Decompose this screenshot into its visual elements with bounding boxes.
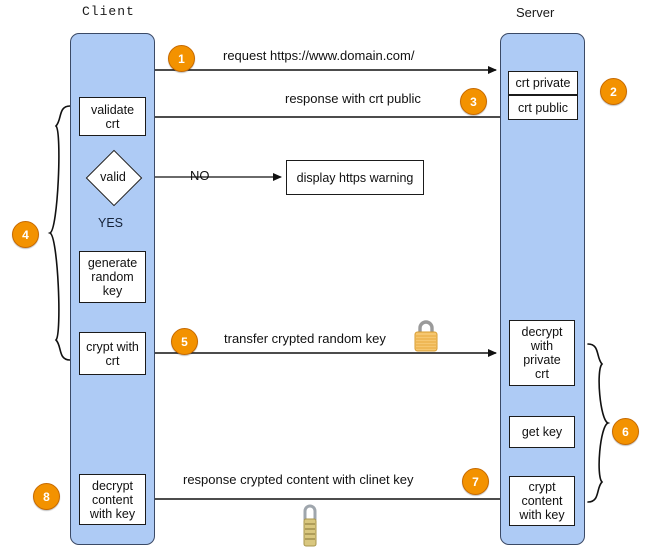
client-box-crypt-with-crt: crypt with crt <box>79 332 146 375</box>
box-line: crt <box>535 367 549 381</box>
server-box-get-key: get key <box>509 416 575 448</box>
combination-padlock-icon <box>303 504 317 547</box>
server-box-crt-private: crt private <box>508 71 578 95</box>
step-bubble-4[interactable]: 4 <box>12 221 39 248</box>
box-line: crt <box>105 353 120 368</box>
server-box-crt-public: crt public <box>508 95 578 120</box>
step-bubble-1[interactable]: 1 <box>168 45 195 72</box>
box-line: content <box>91 492 133 507</box>
client-box-decrypt-content-with-key: decrypt content with key <box>79 474 146 525</box>
box-line: crt private <box>515 76 571 90</box>
step-bubble-8[interactable]: 8 <box>33 483 60 510</box>
display-https-warning-box: display https warning <box>286 160 424 195</box>
client-decision-valid: valid <box>85 149 143 207</box>
box-line: content <box>521 494 563 508</box>
step-bubble-5[interactable]: 5 <box>171 328 198 355</box>
decision-label: valid <box>100 170 126 184</box>
box-line: key <box>102 284 123 298</box>
box-line: crt public <box>517 100 569 115</box>
box-line: decrypt <box>92 478 133 493</box>
message-label-transfer-key: transfer crypted random key <box>224 331 386 346</box>
box-line: get key <box>521 425 563 439</box>
box-line: crypt <box>528 480 556 494</box>
step-bubble-6[interactable]: 6 <box>612 418 639 445</box>
box-line: crypt with <box>86 339 139 354</box>
box-line: decrypt <box>521 325 563 339</box>
box-line: validate <box>90 102 135 117</box>
step-bubble-7[interactable]: 7 <box>462 468 489 495</box>
client-box-validate-crt: validate crt <box>79 97 146 136</box>
padlock-icon <box>414 320 438 352</box>
box-line: generate <box>87 256 138 270</box>
message-label-response-content: response crypted content with clinet key <box>183 472 414 487</box>
box-line: with key <box>89 506 136 521</box>
server-box-crypt-content-with-key: crypt content with key <box>509 476 575 526</box>
box-line: with <box>530 339 554 353</box>
client-box-generate-random-key: generate random key <box>79 251 146 303</box>
message-label-response-crt-public: response with crt public <box>285 91 421 106</box>
client-lifeline-title: Client <box>82 4 135 19</box>
box-line: display https warning <box>296 170 414 185</box>
box-line: random <box>91 270 134 284</box>
step-bubble-3[interactable]: 3 <box>460 88 487 115</box>
server-box-decrypt-with-private-crt: decrypt with private crt <box>509 320 575 386</box>
box-line: with key <box>519 508 565 522</box>
server-lifeline-title: Server <box>516 5 555 20</box>
box-line: private <box>523 353 561 367</box>
step-bubble-2[interactable]: 2 <box>600 78 627 105</box>
message-label-request: request https://www.domain.com/ <box>223 48 415 63</box>
branch-label-no: NO <box>190 168 210 183</box>
branch-label-yes: YES <box>98 216 124 230</box>
box-line: crt <box>105 116 120 131</box>
